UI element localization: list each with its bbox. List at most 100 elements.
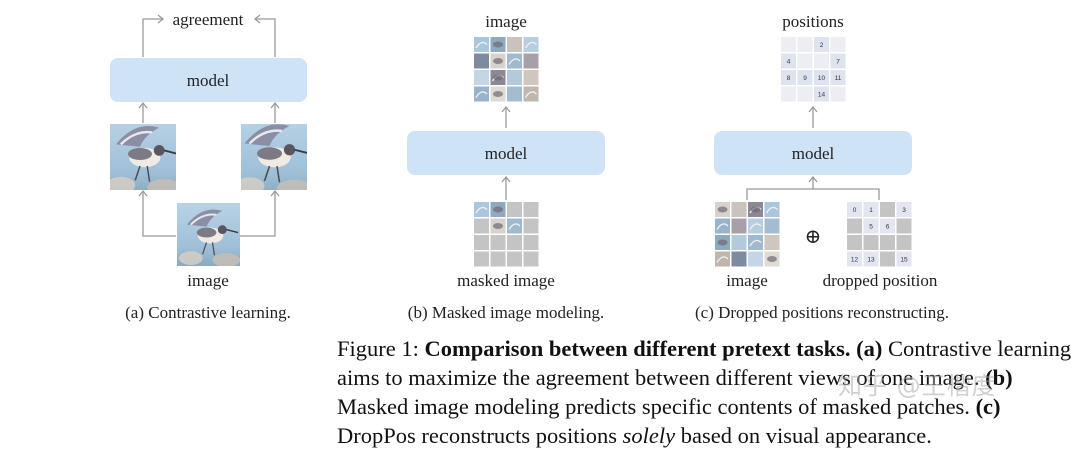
masked-patch [474,218,489,234]
dropped-position-cell [896,235,912,250]
masked-patch [523,235,539,250]
arrow-image-view2 [240,189,280,237]
position-cell [814,86,829,102]
agreement-arrow-left [142,14,165,57]
shuffled-patch [715,251,730,267]
shuffled-patch [731,218,747,234]
dropped-position-cell [863,235,879,250]
position-number: 7 [836,59,840,66]
input-image-a [177,203,240,266]
dropped-position-label: dropped position [823,271,938,290]
shuffled-patch [764,235,780,250]
plus-symbol: ⊕ [805,226,822,248]
masked-patch [474,235,489,250]
position-number: 2 [820,42,824,49]
image-patch [523,70,539,85]
position-number: 1 [869,207,873,214]
image-label-a: image [187,271,229,290]
visible-patch [490,202,506,217]
caption-c-text-2: based on visual appearance. [675,423,932,448]
agreement-arrow-right [253,14,276,57]
position-cell [830,70,846,85]
image-patch [474,86,489,102]
shuffled-patch [731,251,747,267]
shuffled-patch [748,202,763,217]
shuffled-patch [764,251,780,267]
model-label-a: model [187,71,230,90]
position-number: 0 [853,207,857,214]
caption-b-tag: (b) [985,365,1013,390]
augmented-view-1 [110,124,176,190]
kept-position-cell [880,218,895,234]
caption-b: (b) Masked image modeling. [408,303,604,322]
position-cell [797,86,813,102]
image-patch [490,86,506,102]
shuffled-image-grid [715,202,780,267]
masked-patch [507,202,522,217]
position-cell [781,37,796,52]
position-number: 8 [787,75,791,82]
visible-patch [490,218,506,234]
masked-patch [474,251,489,267]
kept-position-cell [847,202,862,217]
masked-image-grid [474,202,539,267]
panel-a: agreement model image (a) Contrastive le… [110,10,307,322]
masked-image-label: masked image [457,271,555,290]
position-number: 15 [900,257,908,264]
shuffled-patch [715,235,730,250]
position-cell [830,86,846,102]
arrow-image-view1 [138,189,176,237]
masked-patch [490,235,506,250]
shuffled-patch [715,202,730,217]
watermark: 知乎 @王楷度 [838,372,997,400]
position-cell [814,53,829,69]
image-patch [507,37,522,52]
shuffled-patch [748,251,763,267]
dropped-position-cell [880,251,895,267]
position-number: 11 [835,75,842,82]
position-cell [781,53,796,69]
shuffled-patch [715,218,730,234]
kept-position-cell [896,251,912,267]
image-patch [523,53,539,69]
model-box-a [110,58,307,102]
panel-b: image model masked image (b) Masked imag… [407,12,605,322]
shuffled-patch [764,202,780,217]
kept-position-cell [863,202,879,217]
shuffled-patch [748,218,763,234]
position-number: 9 [803,75,807,82]
caption-a: (a) Contrastive learning. [125,303,291,322]
dropped-position-cell [880,235,895,250]
position-number: 3 [902,207,906,214]
shuffled-patch [731,235,747,250]
image-patch [523,86,539,102]
shuffled-patch [764,218,780,234]
image-patch [474,53,489,69]
position-number: 13 [867,257,875,264]
caption-c-text-1: DropPos reconstructs positions [337,423,623,448]
position-number: 10 [818,75,826,82]
position-number: 5 [869,224,873,231]
position-cell [781,70,796,85]
figure-number: Figure 1: [337,336,425,361]
caption-c: (c) Dropped positions reconstructing. [695,303,949,322]
masked-patch [523,218,539,234]
image-patch [490,53,506,69]
masked-patch [523,251,539,267]
kept-position-cell [863,251,879,267]
positions-label: positions [782,12,843,31]
masked-patch [490,251,506,267]
visible-patch [507,218,522,234]
image-patch [507,70,522,85]
image-patch [474,37,489,52]
kept-position-cell [863,218,879,234]
dropped-position-cell [880,202,895,217]
caption-a-text: Contrastive learning aims to maximize th… [337,336,1072,390]
position-cell [797,53,813,69]
masked-patch [507,251,522,267]
masked-patch [523,202,539,217]
visible-patch [474,202,489,217]
caption-c-italic: solely [622,423,676,448]
